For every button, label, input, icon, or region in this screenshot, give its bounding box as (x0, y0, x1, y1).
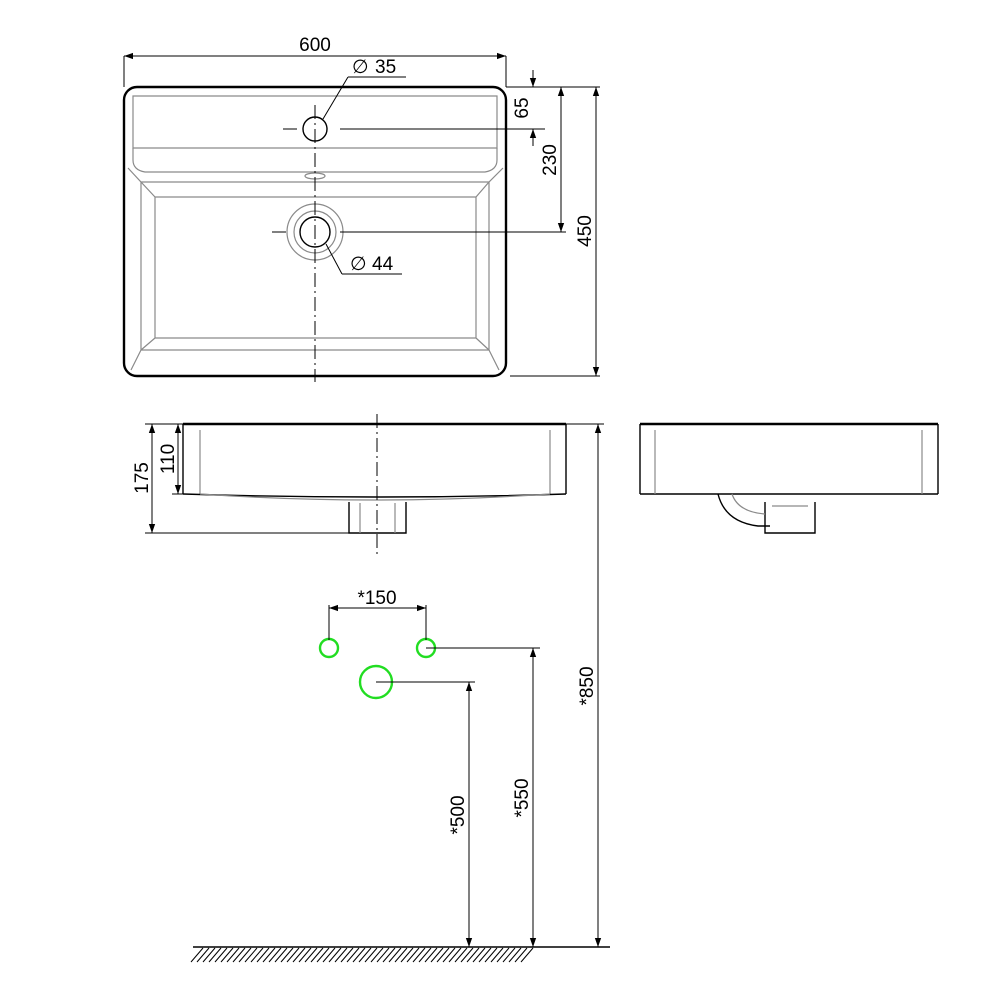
dim-supply-height: *550 (426, 647, 540, 947)
hatch-line (304, 947, 318, 963)
hatch-line (256, 947, 270, 963)
hatch-line (520, 947, 534, 963)
dim-tap-spacing-label: *150 (357, 588, 396, 609)
hatch-line (502, 947, 516, 963)
dim-tap-spacing: *150 (328, 588, 427, 640)
hatch-line (364, 947, 378, 963)
hatch-line (514, 947, 528, 963)
hatch-line (436, 947, 450, 963)
hatch-line (196, 947, 210, 963)
dim-tap-hole-label: 35 (375, 57, 396, 78)
hatch-line (460, 947, 474, 963)
hatch-line (298, 947, 312, 963)
dim-mount-height: *850 (566, 423, 604, 947)
hatch-line (334, 947, 348, 963)
side-waste-outlet (764, 502, 816, 534)
dim-width: 600 (123, 35, 507, 87)
hatch-line (406, 947, 420, 963)
hatch-line (478, 947, 492, 963)
hatch-line (280, 947, 294, 963)
front-base-line (182, 493, 567, 498)
hatch-line (370, 947, 384, 963)
hatch-line (226, 947, 240, 963)
hatch-line (484, 947, 498, 963)
hatch-line (244, 947, 258, 963)
hatch-line (346, 947, 360, 963)
hatch-line (466, 947, 480, 963)
basin-bowl-inner (140, 181, 490, 351)
dim-tap-hole: ∅ 35 (322, 57, 406, 120)
hatch-line (418, 947, 432, 963)
hatch-line (286, 947, 300, 963)
hatch-line (238, 947, 252, 963)
hatch-line (208, 947, 222, 963)
dim-depth: 450 (510, 86, 600, 377)
dim-depth-label: 450 (575, 215, 596, 247)
hatch-line (340, 947, 354, 963)
hatch-line (376, 947, 390, 963)
hatch-line (268, 947, 282, 963)
side-view (639, 422, 939, 534)
dim-total-height-label: 175 (132, 462, 153, 494)
dim-drain-height: *500 (376, 681, 475, 947)
hatch-line (496, 947, 510, 963)
dim-bowl-height-label: 110 (158, 444, 179, 474)
hatch-line (454, 947, 468, 963)
dim-drain-hole-label: 44 (372, 254, 394, 275)
dim-drain-height-label: *500 (448, 795, 469, 834)
hatch-line (190, 947, 204, 963)
top-view (122, 85, 508, 382)
hatch-line (424, 947, 438, 963)
hatch-line (232, 947, 246, 963)
wall-connections (318, 637, 437, 700)
supply-left-point (318, 637, 340, 659)
hatch-line (262, 947, 276, 963)
drain-hole (299, 216, 331, 248)
dim-drain-hole: ∅ 44 (325, 243, 402, 275)
hatch-line (310, 947, 324, 963)
dim-supply-height-label: *550 (512, 778, 533, 817)
front-view (182, 414, 567, 555)
dim-mount-height-label: *850 (577, 666, 598, 705)
dim-hole-offset: 65 (340, 70, 575, 146)
front-waste-outlet (348, 502, 407, 534)
diameter-symbol: ∅ (352, 57, 369, 78)
dim-hole-offset-label: 65 (512, 97, 533, 118)
hatch-line (388, 947, 402, 963)
hatch-line (448, 947, 462, 963)
hatch-line (250, 947, 264, 963)
hatch-line (358, 947, 372, 963)
dim-drain-offset: 230 (340, 87, 566, 233)
hatch-line (412, 947, 426, 963)
hatch-line (214, 947, 228, 963)
dim-heights: 175 110 (132, 423, 349, 534)
hatch-line (274, 947, 288, 963)
hatch-line (490, 947, 504, 963)
hatch-line (328, 947, 342, 963)
floor (190, 946, 610, 963)
hatch-line (394, 947, 408, 963)
hatch-line (508, 947, 522, 963)
hatch-line (400, 947, 414, 963)
hatch-line (442, 947, 456, 963)
hatch-line (352, 947, 366, 963)
hatch-line (472, 947, 486, 963)
dim-width-label: 600 (299, 35, 331, 56)
hatch-line (322, 947, 336, 963)
dim-drain-offset-label: 230 (540, 144, 561, 176)
floor-hatching (190, 947, 534, 963)
diameter-symbol: ∅ (350, 254, 367, 275)
hatch-line (202, 947, 216, 963)
hatch-line (220, 947, 234, 963)
side-overflow-pipe (717, 493, 770, 527)
hatch-line (430, 947, 444, 963)
hatch-line (292, 947, 306, 963)
hatch-line (382, 947, 396, 963)
hatch-line (316, 947, 330, 963)
